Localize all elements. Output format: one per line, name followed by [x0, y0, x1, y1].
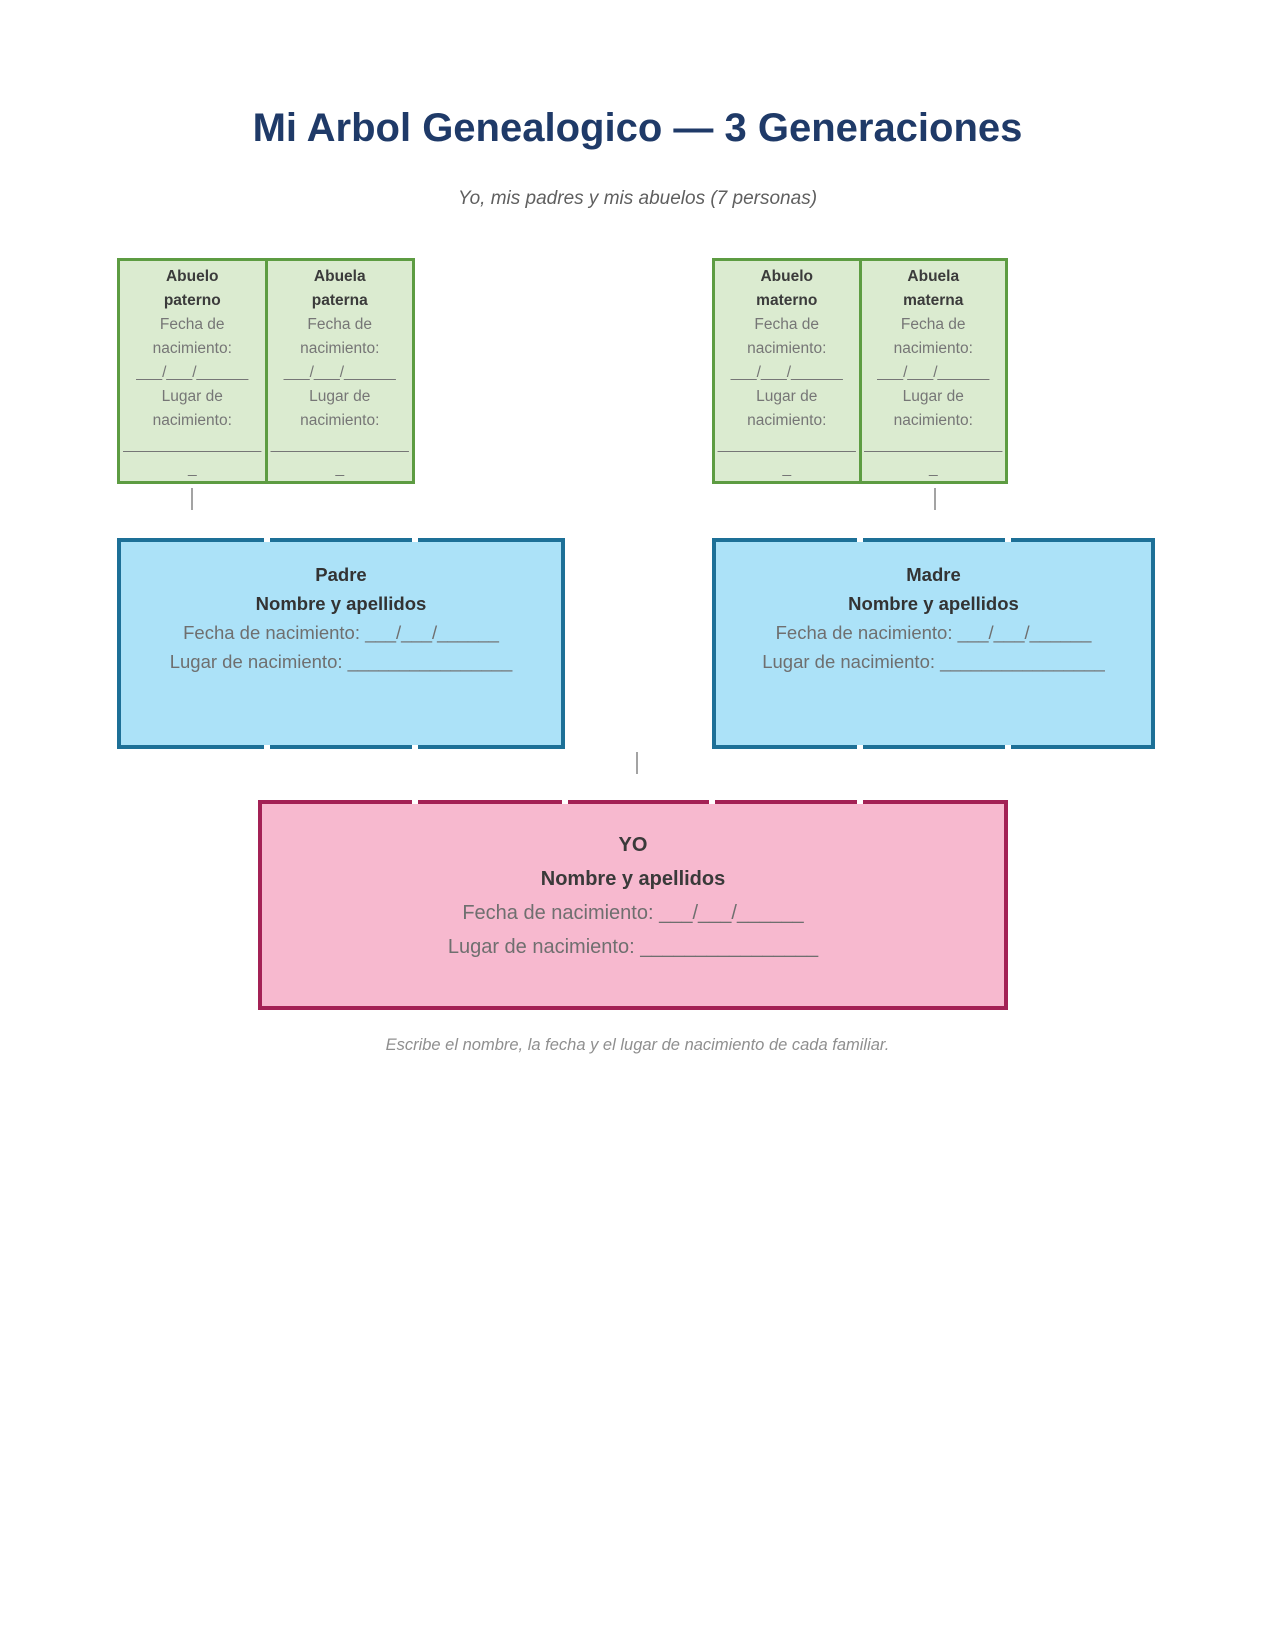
border-notch: [857, 745, 863, 749]
birth-place-blank: ________________: [864, 436, 1003, 453]
birth-date-label: nacimiento:: [747, 340, 827, 357]
birth-date-blank: ___/___/______: [877, 364, 990, 381]
birth-place-line: Lugar de nacimiento: ________________: [169, 651, 513, 672]
border-notch: [264, 745, 270, 749]
birth-place-label: Lugar de: [756, 388, 818, 405]
birth-date-line: Fecha de nacimiento: ___/___/______: [183, 622, 499, 643]
grandparent-name: Abuela: [907, 268, 960, 285]
birth-place-label: Lugar de: [309, 388, 371, 405]
birth-date-blank: ___/___/______: [283, 364, 396, 381]
birth-place-blank-overflow: _: [782, 460, 792, 477]
connector-child-stub: [636, 752, 638, 774]
birth-date-blank: ___/___/______: [136, 364, 249, 381]
birth-place-label: nacimiento:: [893, 412, 973, 429]
birth-place-blank: ________________: [123, 436, 262, 453]
grandparent-cell-abuelo-paterno: Abuelo paterno Fecha de nacimiento: ___/…: [120, 261, 265, 481]
birth-place-label: nacimiento:: [747, 412, 827, 429]
birth-date-label: nacimiento:: [300, 340, 380, 357]
birth-date-label: nacimiento:: [893, 340, 973, 357]
madre-box: Madre Nombre y apellidos Fecha de nacimi…: [712, 538, 1155, 749]
grandparent-name: materna: [903, 292, 964, 309]
border-notch: [412, 745, 418, 749]
border-notch: [264, 538, 270, 542]
border-notch: [1005, 538, 1011, 542]
birth-place-label: nacimiento:: [152, 412, 232, 429]
paternal-grandparents-box: Abuelo paterno Fecha de nacimiento: ___/…: [117, 258, 415, 484]
birth-place-blank-overflow: _: [187, 460, 197, 477]
parent-title: Madre: [906, 564, 961, 585]
border-notch: [857, 538, 863, 542]
border-notch: [1005, 745, 1011, 749]
footer-note: Escribe el nombre, la fecha y el lugar d…: [385, 1036, 890, 1054]
parent-name-placeholder: Nombre y apellidos: [255, 593, 427, 614]
birth-place-line: Lugar de nacimiento: ________________: [762, 651, 1105, 672]
birth-place-blank: ________________: [717, 436, 856, 453]
yo-box: YO Nombre y apellidos Fecha de nacimient…: [258, 800, 1008, 1010]
grandparent-cell-abuela-paterna: Abuela paterna Fecha de nacimiento: ___/…: [264, 261, 413, 481]
border-notch: [857, 800, 863, 804]
birth-place-label: Lugar de: [161, 388, 223, 405]
birth-place-blank-overflow: _: [928, 460, 938, 477]
grandparent-name: paterna: [311, 292, 368, 309]
page-subtitle: Yo, mis padres y mis abuelos (7 personas…: [457, 188, 818, 209]
maternal-grandparents-box: Abuelo materno Fecha de nacimiento: ___/…: [712, 258, 1008, 484]
birth-place-label: Lugar de: [902, 388, 964, 405]
birth-date-label: Fecha de: [159, 316, 225, 333]
birth-date-blank: ___/___/______: [730, 364, 843, 381]
border-notch: [709, 800, 715, 804]
border-notch: [412, 800, 418, 804]
padre-box: Padre Nombre y apellidos Fecha de nacimi…: [117, 538, 565, 749]
birth-place-label: nacimiento:: [300, 412, 380, 429]
self-title: YO: [618, 834, 648, 856]
birth-date-line: Fecha de nacimiento: ___/___/______: [775, 622, 1092, 643]
grandparent-name: Abuelo: [760, 268, 814, 285]
birth-date-label: Fecha de: [307, 316, 373, 333]
grandparent-name: materno: [756, 292, 818, 309]
border-notch: [562, 800, 568, 804]
grandparent-name: Abuelo: [165, 268, 219, 285]
birth-date-label: Fecha de: [754, 316, 820, 333]
parent-name-placeholder: Nombre y apellidos: [848, 593, 1019, 614]
border-notch: [412, 538, 418, 542]
birth-date-label: nacimiento:: [152, 340, 232, 357]
birth-place-blank: ________________: [270, 436, 409, 453]
connector-maternal-stub: [934, 488, 936, 510]
birth-date-line: Fecha de nacimiento: ___/___/______: [462, 902, 804, 924]
birth-place-line: Lugar de nacimiento: ________________: [447, 936, 819, 958]
connector-paternal-stub: [191, 488, 193, 510]
self-name-placeholder: Nombre y apellidos: [540, 868, 726, 890]
grandparent-cell-abuelo-materno: Abuelo materno Fecha de nacimiento: ___/…: [715, 261, 859, 481]
birth-date-label: Fecha de: [900, 316, 966, 333]
grandparent-name: paterno: [163, 292, 221, 309]
grandparent-name: Abuela: [313, 268, 366, 285]
page-title: Mi Arbol Genealogico — 3 Generaciones: [252, 106, 1023, 150]
grandparent-cell-abuela-materna: Abuela materna Fecha de nacimiento: ___/…: [858, 261, 1006, 481]
birth-place-blank-overflow: _: [335, 460, 345, 477]
parent-title: Padre: [315, 564, 367, 585]
